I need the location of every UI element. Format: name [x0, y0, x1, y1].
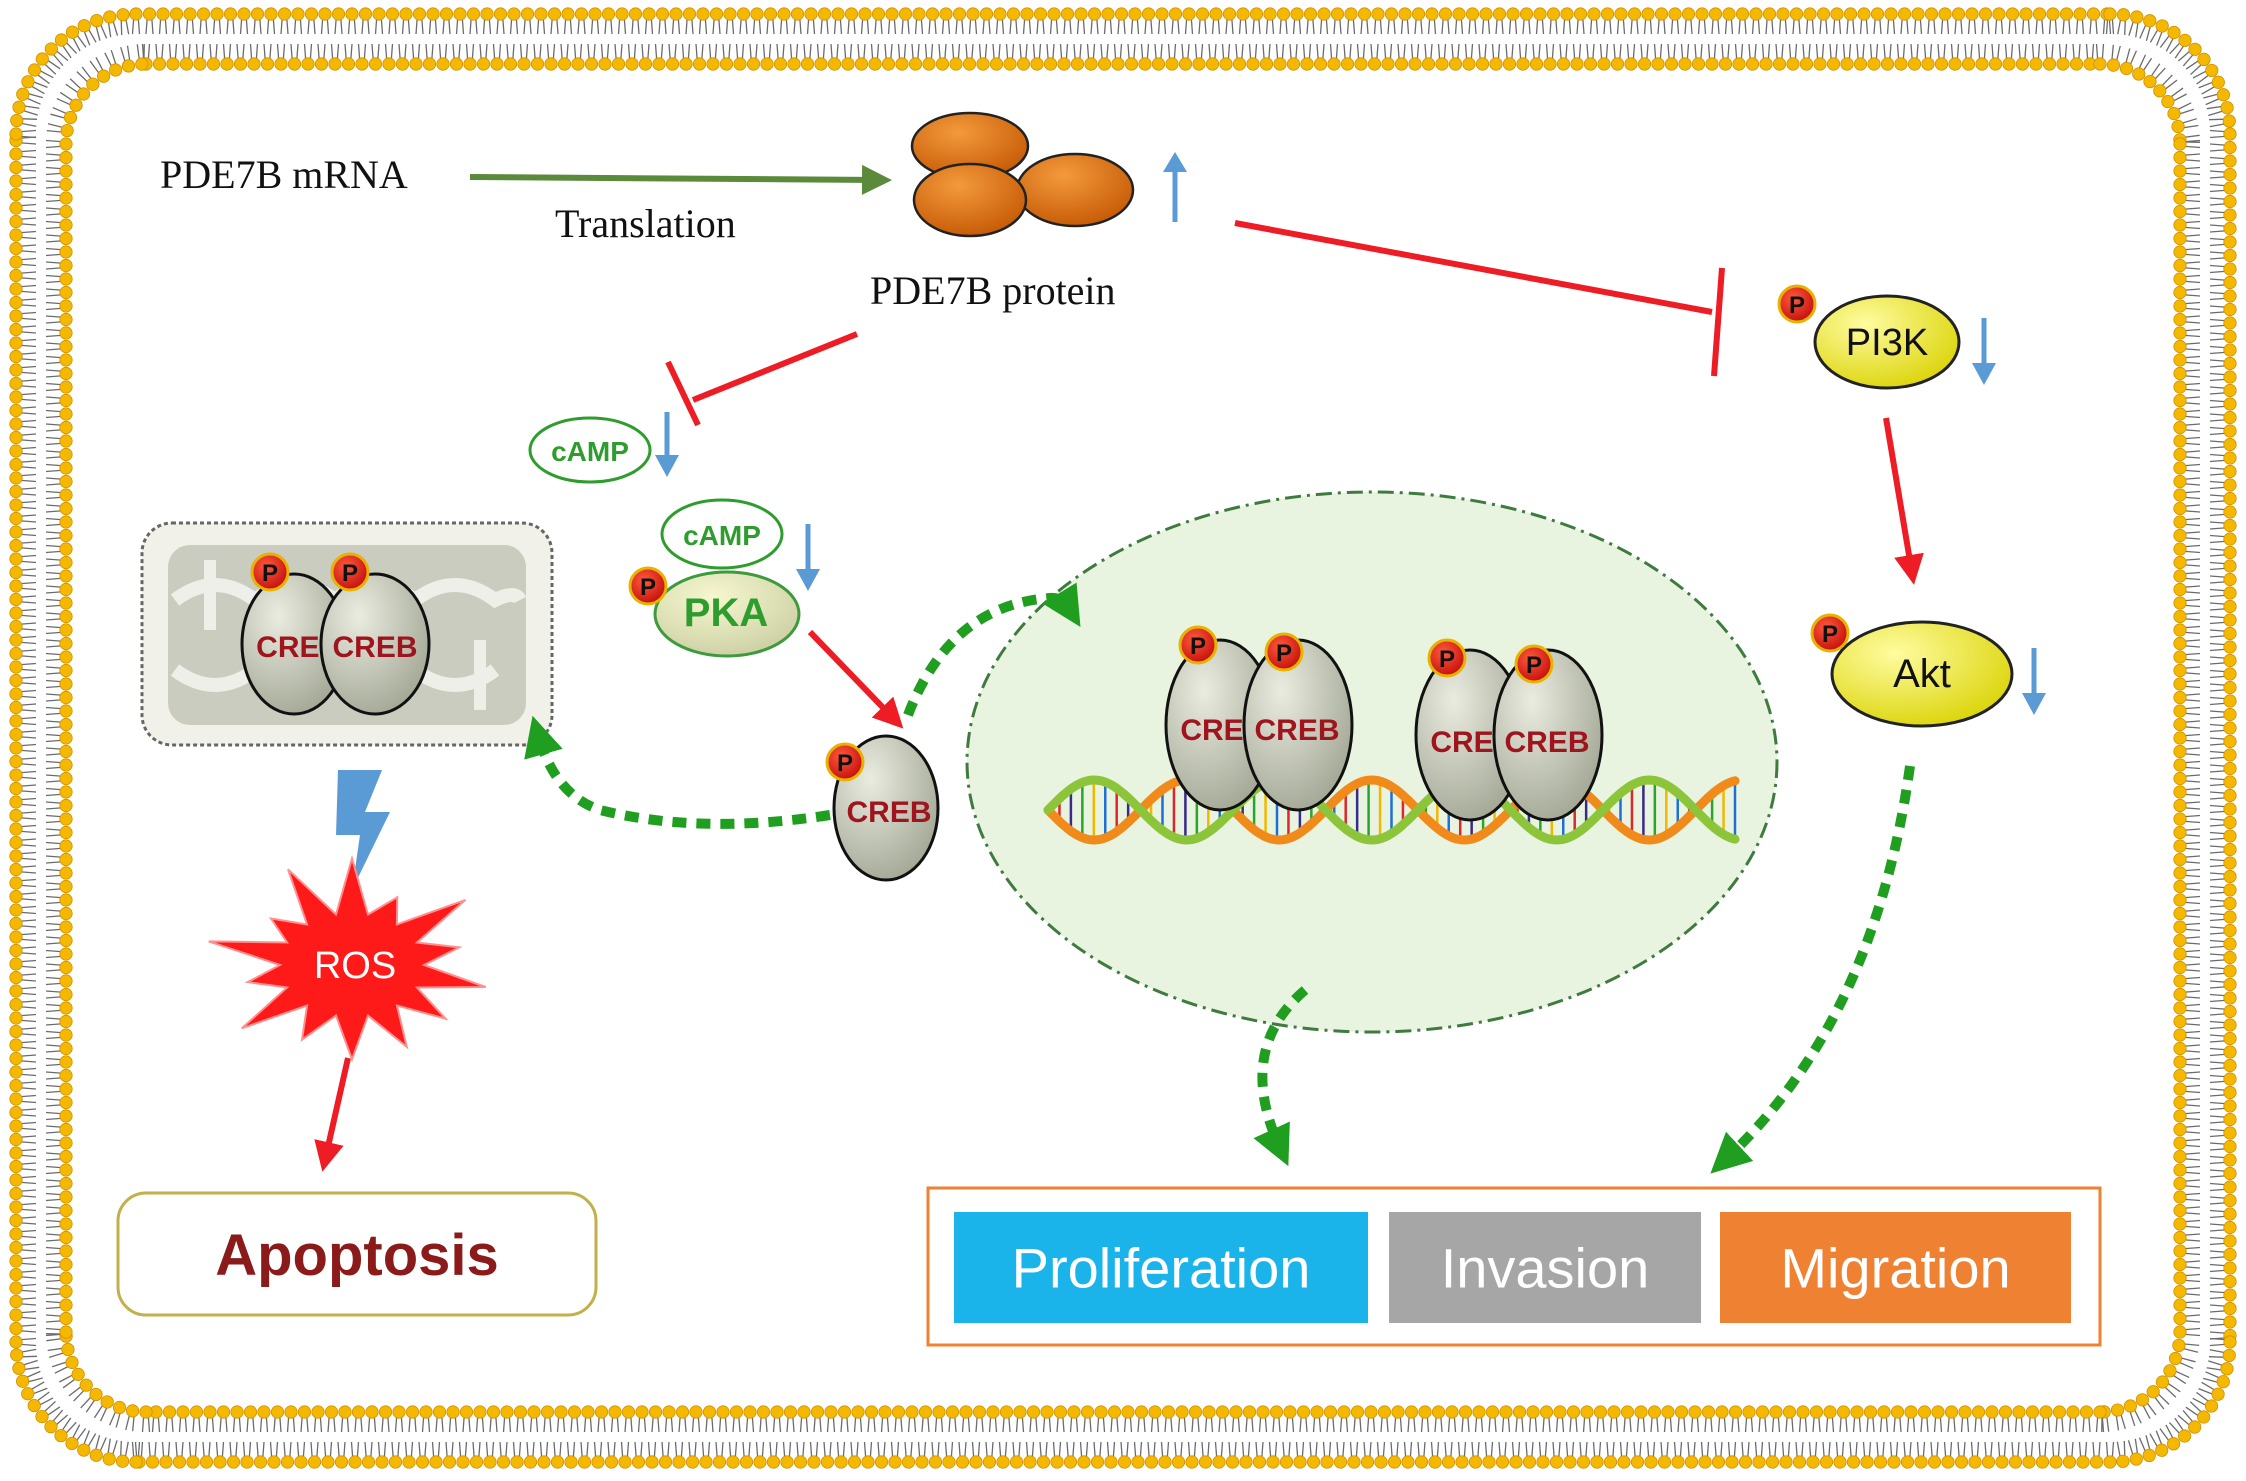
svg-text:Migration: Migration — [1780, 1237, 2010, 1300]
phospho-icon: P — [1266, 634, 1302, 670]
svg-text:CREB: CREB — [846, 796, 931, 829]
pka-label: PKA — [684, 591, 768, 635]
phospho-icon: P — [630, 568, 666, 604]
akt-label: Akt — [1893, 652, 1951, 696]
svg-text:P: P — [262, 560, 278, 587]
pi3k-label: PI3K — [1846, 322, 1928, 364]
phospho-icon: P — [1812, 615, 1848, 651]
down-arrow-icon — [655, 412, 679, 477]
lightning-bolt-icon — [336, 770, 390, 890]
down-arrow-icon — [1972, 318, 1996, 385]
pka-to-creb-arrow — [810, 632, 895, 720]
translation-label: Translation — [555, 201, 736, 246]
phospho-icon: P — [332, 554, 368, 590]
creb-mitochondrial-pair: CREI CREB — [242, 574, 429, 714]
ros-label: ROS — [314, 945, 396, 987]
svg-text:CREB: CREB — [1504, 726, 1589, 759]
svg-text:P: P — [1439, 646, 1455, 673]
inhibit-pi3k — [1235, 223, 1722, 376]
inhibit-camp — [668, 334, 857, 425]
protein-label: PDE7B protein — [870, 268, 1116, 313]
svg-text:P: P — [1190, 633, 1206, 660]
svg-text:CRE: CRE — [1180, 714, 1243, 747]
phospho-icon: P — [1180, 627, 1216, 663]
svg-text:CRE: CRE — [1430, 726, 1493, 759]
outcome-migration: Migration — [1720, 1212, 2071, 1323]
phospho-icon: P — [1516, 646, 1552, 682]
outcome-invasion: Invasion — [1389, 1212, 1701, 1323]
phospho-icon: P — [827, 744, 863, 780]
phospho-icon: P — [252, 554, 288, 590]
outcome-list: Proliferation Invasion Migration — [954, 1212, 2071, 1323]
mrna-label: PDE7B mRNA — [160, 152, 408, 197]
svg-text:P: P — [640, 574, 656, 601]
svg-text:P: P — [1276, 640, 1292, 667]
translation-arrow — [470, 177, 880, 180]
svg-text:P: P — [1526, 652, 1542, 679]
down-arrow-icon — [2022, 648, 2046, 715]
phospho-icon: P — [1429, 640, 1465, 676]
phospho-icon: P — [1779, 286, 1815, 322]
svg-text:Invasion: Invasion — [1441, 1237, 1650, 1300]
apoptosis-label: Apoptosis — [215, 1223, 499, 1288]
creb-nuclear-pair-1: CRE CREB — [1166, 640, 1352, 810]
svg-text:P: P — [342, 560, 358, 587]
pi3k-to-akt-arrow — [1886, 418, 1912, 573]
ros-to-apoptosis-arrow — [325, 1058, 348, 1160]
svg-text:P: P — [1789, 292, 1805, 319]
svg-text:CREB: CREB — [332, 631, 417, 664]
svg-text:CREB: CREB — [1254, 714, 1339, 747]
pde7b-protein — [912, 113, 1133, 236]
svg-text:P: P — [837, 750, 853, 777]
creb-to-mitochondrion-arrow — [538, 735, 830, 824]
svg-text:Proliferation: Proliferation — [1012, 1237, 1311, 1300]
svg-text:P: P — [1822, 621, 1838, 648]
nucleus — [967, 492, 1777, 1032]
camp-bound-label: cAMP — [683, 520, 761, 551]
svg-text:CREI: CREI — [256, 631, 328, 664]
down-arrow-icon — [796, 524, 820, 591]
outcome-proliferation: Proliferation — [954, 1212, 1368, 1323]
up-arrow-icon — [1163, 152, 1187, 222]
camp-label: cAMP — [551, 436, 629, 467]
